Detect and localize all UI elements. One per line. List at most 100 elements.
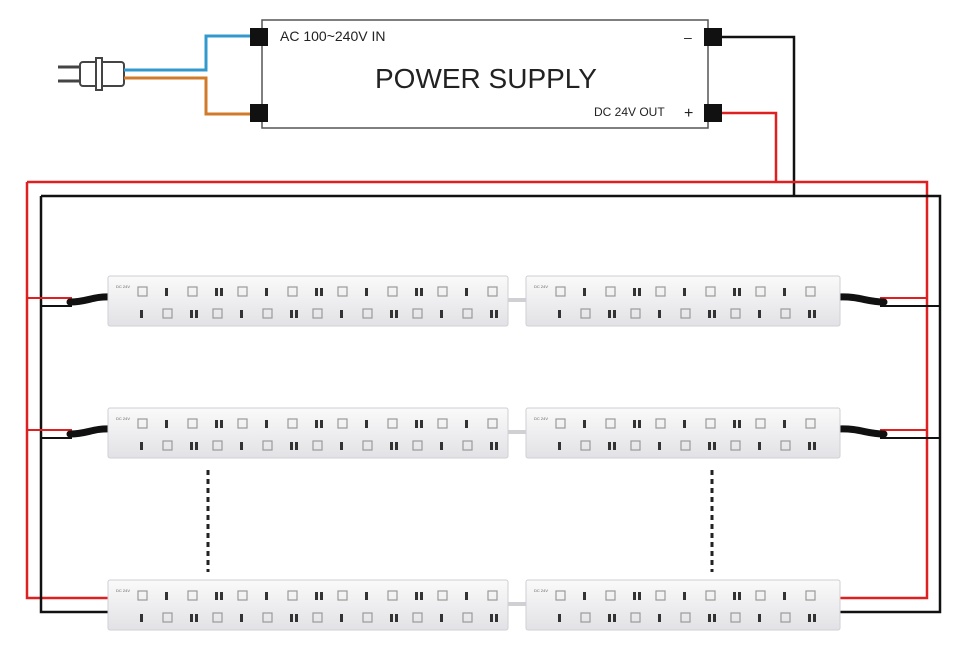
led-chip bbox=[487, 590, 498, 601]
led-chip bbox=[437, 418, 448, 429]
led-chip bbox=[312, 612, 323, 623]
resistor bbox=[495, 310, 498, 318]
resistor bbox=[813, 442, 816, 450]
resistor bbox=[140, 310, 143, 318]
resistor bbox=[495, 442, 498, 450]
resistor bbox=[190, 614, 193, 622]
led-chip bbox=[655, 418, 666, 429]
resistor bbox=[633, 592, 636, 600]
resistor bbox=[265, 288, 268, 296]
resistor bbox=[190, 442, 193, 450]
strip-print-label: DC 24V bbox=[116, 284, 130, 289]
resistor bbox=[613, 442, 616, 450]
led-chip bbox=[237, 590, 248, 601]
led-chip bbox=[437, 286, 448, 297]
right-cable-row-1 bbox=[834, 293, 888, 306]
ac-input-terminal-bottom bbox=[250, 104, 268, 122]
led-chip bbox=[187, 590, 198, 601]
led-chip bbox=[312, 440, 323, 451]
resistor bbox=[465, 420, 468, 428]
led-chip bbox=[387, 418, 398, 429]
resistor bbox=[813, 614, 816, 622]
resistor bbox=[215, 592, 218, 600]
strip-print-label: DC 24V bbox=[534, 588, 548, 593]
resistor bbox=[558, 442, 561, 450]
strip-print-label: DC 24V bbox=[116, 588, 130, 593]
resistor bbox=[290, 614, 293, 622]
led-chip bbox=[630, 612, 641, 623]
led-chip bbox=[780, 308, 791, 319]
resistor bbox=[613, 310, 616, 318]
resistor bbox=[165, 420, 168, 428]
led-chip bbox=[337, 590, 348, 601]
resistor bbox=[295, 310, 298, 318]
led-chip bbox=[362, 612, 373, 623]
left-taps bbox=[27, 293, 116, 439]
resistor bbox=[738, 592, 741, 600]
positive-bus-wire bbox=[27, 180, 929, 600]
led-chip bbox=[362, 308, 373, 319]
resistor bbox=[465, 288, 468, 296]
resistor bbox=[140, 614, 143, 622]
resistor bbox=[290, 310, 293, 318]
left-cable-row-2 bbox=[66, 425, 116, 438]
led-chip bbox=[387, 590, 398, 601]
led-chip bbox=[337, 286, 348, 297]
resistor bbox=[758, 442, 761, 450]
resistor bbox=[638, 288, 641, 296]
led-chip bbox=[412, 308, 423, 319]
left-cable-row-1 bbox=[66, 293, 116, 306]
led-chip bbox=[262, 440, 273, 451]
led-chip bbox=[212, 612, 223, 623]
negative-bus-left-drop bbox=[39, 196, 110, 614]
resistor bbox=[240, 310, 243, 318]
resistor bbox=[608, 442, 611, 450]
led-chip bbox=[487, 286, 498, 297]
led-chip bbox=[605, 286, 616, 297]
led-chip bbox=[312, 308, 323, 319]
led-chip bbox=[462, 440, 473, 451]
resistor bbox=[758, 614, 761, 622]
resistor bbox=[490, 442, 493, 450]
resistor bbox=[240, 614, 243, 622]
resistor bbox=[390, 614, 393, 622]
resistor bbox=[320, 420, 323, 428]
led-chip bbox=[755, 418, 766, 429]
led-strip-r1-c1: DC 24V bbox=[107, 275, 509, 327]
right-cable-row-2 bbox=[834, 425, 888, 438]
resistor bbox=[195, 310, 198, 318]
resistor bbox=[220, 420, 223, 428]
led-chip bbox=[580, 440, 591, 451]
led-chip bbox=[730, 440, 741, 451]
led-chip bbox=[655, 590, 666, 601]
resistor bbox=[320, 288, 323, 296]
led-chip bbox=[555, 286, 566, 297]
led-chip bbox=[705, 590, 716, 601]
resistor bbox=[808, 310, 811, 318]
strip-body bbox=[525, 275, 841, 327]
resistor bbox=[558, 310, 561, 318]
strip-body bbox=[525, 407, 841, 459]
resistor bbox=[365, 592, 368, 600]
resistor bbox=[365, 288, 368, 296]
led-chip bbox=[555, 418, 566, 429]
strip-body bbox=[107, 275, 509, 327]
led-chip bbox=[462, 308, 473, 319]
resistor bbox=[290, 442, 293, 450]
ac-live-wire bbox=[124, 34, 256, 72]
minus-sign: – bbox=[684, 29, 692, 45]
resistor bbox=[613, 614, 616, 622]
led-strip-r2-c1: DC 24V bbox=[107, 407, 509, 459]
resistor bbox=[390, 310, 393, 318]
resistor bbox=[638, 592, 641, 600]
resistor bbox=[608, 310, 611, 318]
plug-grip bbox=[95, 57, 103, 91]
led-chip bbox=[337, 418, 348, 429]
resistor bbox=[420, 420, 423, 428]
led-chip bbox=[705, 418, 716, 429]
power-supply-box: AC 100~240V IN POWER SUPPLY DC 24V OUT +… bbox=[250, 19, 722, 129]
resistor bbox=[265, 592, 268, 600]
resistor bbox=[395, 310, 398, 318]
led-chip bbox=[630, 440, 641, 451]
resistor bbox=[558, 614, 561, 622]
